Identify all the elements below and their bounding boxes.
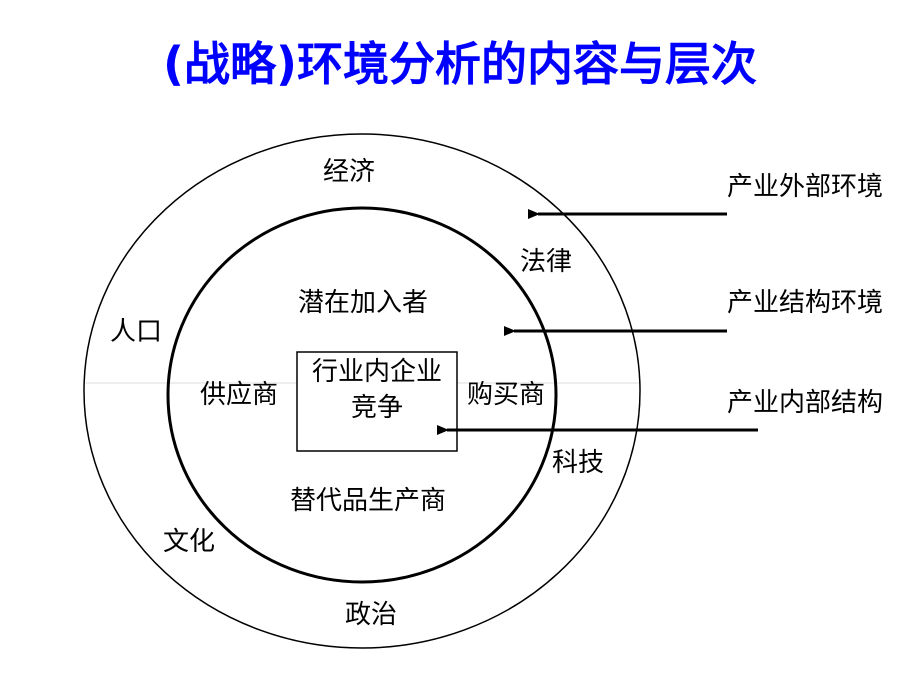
factor-culture: 文化 [163, 527, 216, 557]
force-substitutes: 替代品生产商 [290, 486, 447, 516]
factor-technology: 科技 [552, 448, 605, 478]
core-line-1: 行业内企业 [311, 357, 442, 387]
core-line-2: 竞争 [350, 393, 403, 423]
level-external-environment: 产业外部环境 [727, 172, 884, 202]
factor-law: 法律 [520, 247, 573, 277]
force-potential-entrants: 潜在加入者 [298, 288, 429, 318]
level-internal-structure: 产业内部结构 [727, 388, 884, 418]
level-structure-environment: 产业结构环境 [727, 288, 884, 318]
force-buyers: 购买商 [467, 380, 546, 410]
factor-population: 人口 [110, 317, 163, 347]
core-box [296, 351, 458, 452]
outer-ring [83, 133, 641, 649]
force-suppliers: 供应商 [200, 380, 279, 410]
page-title: (战略)环境分析的内容与层次 [162, 37, 758, 91]
inner-ring [166, 206, 558, 584]
factor-politics: 政治 [345, 600, 398, 630]
factor-economy: 经济 [323, 157, 376, 187]
